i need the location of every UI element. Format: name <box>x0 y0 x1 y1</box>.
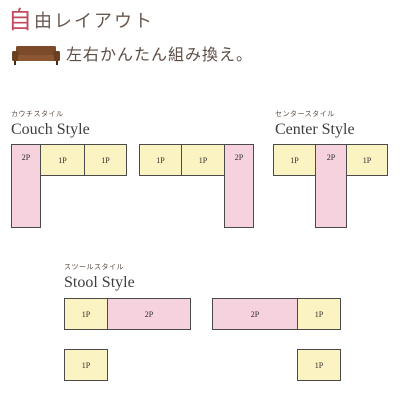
seat-1p-stool: 1P <box>64 349 108 381</box>
seat-1p: 1P <box>181 144 225 176</box>
center-style-kana: センタースタイル <box>275 110 335 118</box>
stool-style-kana: スツールスタイル <box>64 263 124 271</box>
stool-style-title: Stool Style <box>64 274 135 291</box>
page-title: 由レイアウト <box>34 11 154 32</box>
seat-2p: 2P <box>107 298 191 330</box>
seat-2p: 2P <box>11 144 41 228</box>
seat-1p: 1P <box>297 298 341 330</box>
sofa-icon <box>12 46 60 65</box>
couch-style-title: Couch Style <box>11 121 90 138</box>
seat-2p: 2P <box>212 298 298 330</box>
seat-1p: 1P <box>346 144 388 176</box>
page-subtitle: 左右かんたん組み換え。 <box>66 45 254 64</box>
seat-2p: 2P <box>224 144 254 228</box>
seat-1p-stool: 1P <box>297 349 341 381</box>
center-style-title: Center Style <box>275 121 355 138</box>
seat-2p: 2P <box>315 144 347 228</box>
seat-1p: 1P <box>84 144 127 176</box>
couch-style-kana: カウチスタイル <box>11 110 64 118</box>
seat-1p: 1P <box>40 144 85 176</box>
seat-1p: 1P <box>273 144 316 176</box>
seat-1p: 1P <box>64 298 108 330</box>
title-accent-char: 自 <box>8 6 32 34</box>
seat-1p: 1P <box>139 144 182 176</box>
